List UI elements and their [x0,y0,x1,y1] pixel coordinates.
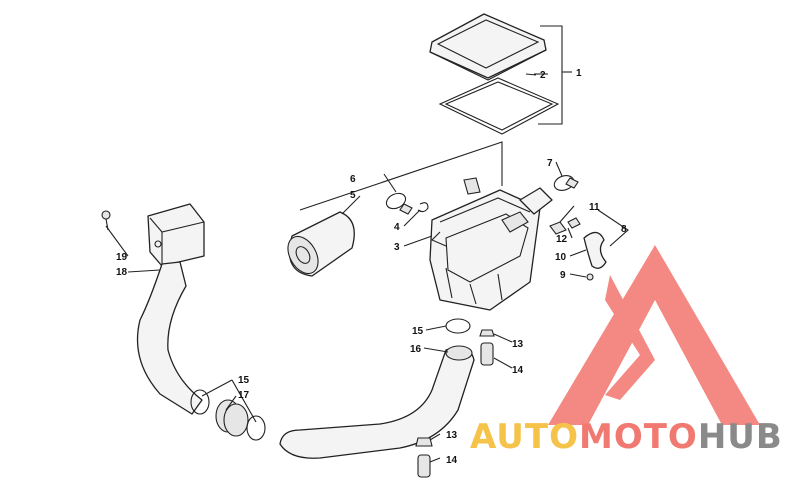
duct-18 [136,261,203,415]
watermark-moto: MOTO [579,417,698,457]
callout-2: 2 [540,70,546,81]
callout-15b: 15 [238,375,250,386]
resonator-box [147,203,205,267]
boot-14-upper [479,329,495,366]
watermark-text: AUTOMOTOHUB [470,417,783,457]
watermark-auto: AUTO [470,417,579,457]
clamps-15-17 [190,389,266,441]
air-box-cover [429,13,547,81]
callout-10: 10 [555,252,567,263]
leader-lines [105,73,587,463]
clip-4 [417,202,429,213]
callout-1: 1 [576,68,582,79]
callout-14: 14 [512,365,524,376]
clamp-15-upper [445,318,471,334]
callout-7: 7 [547,158,553,169]
watermark-hub: HUB [698,417,783,457]
gasket [438,77,560,135]
callout-3: 3 [394,242,400,253]
callout-15: 15 [412,326,424,337]
clamp-7 [553,175,579,191]
callout-13: 13 [512,339,524,350]
bolt-19 [101,210,111,231]
air-box [429,177,553,311]
callout-11: 11 [589,202,600,213]
logo-triangle-icon [548,245,760,425]
callout-19: 19 [116,252,128,263]
callout-8: 8 [621,224,627,235]
callout-14b: 14 [446,455,458,466]
callout-9: 9 [560,270,566,281]
callout-5: 5 [350,190,356,201]
drain-parts [549,217,607,281]
callout-12: 12 [556,234,568,245]
callout-13b: 13 [446,430,458,441]
boot-14-lower [415,437,433,478]
callout-16: 16 [410,344,422,355]
callout-18: 18 [116,267,128,278]
clamp-6 [385,192,413,215]
air-filter [287,211,355,277]
callout-6: 6 [350,174,356,185]
intake-duct [279,345,475,459]
callout-17: 17 [238,390,250,401]
callout-4: 4 [394,222,400,233]
